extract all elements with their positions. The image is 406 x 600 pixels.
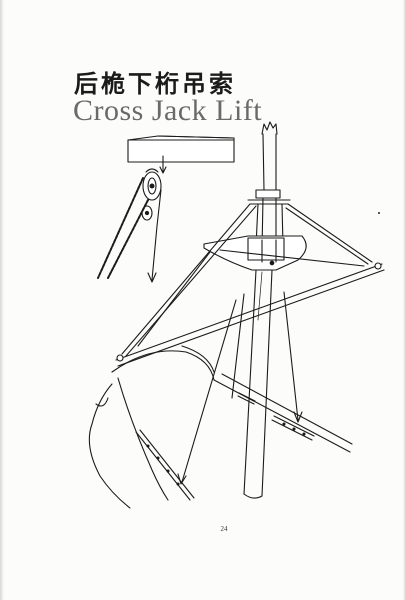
hull-deck (88, 291, 353, 509)
pin-rail-center (237, 392, 256, 405)
lift-starboard (287, 203, 373, 263)
lead-arrow-right (283, 291, 299, 421)
page-title-english: Cross Jack Lift (73, 94, 263, 127)
page-left-edge (0, 0, 4, 600)
page-number: 24 (220, 525, 228, 533)
mast-cap (255, 189, 281, 199)
lead-arrow-left (181, 299, 237, 483)
deck-edge-left (117, 377, 169, 501)
margin-mark (378, 212, 380, 214)
pin-rail-right (271, 415, 315, 441)
pin-rail-left (135, 429, 195, 501)
rope-mid (107, 199, 149, 279)
deck-beam (127, 135, 235, 163)
cross-jack-yard (115, 203, 385, 367)
rope-left (97, 177, 144, 279)
page-right-edge (403, 0, 406, 600)
lift-port (121, 203, 251, 355)
page-title-chinese: 后桅下桁吊索 (74, 70, 236, 98)
block-detail-inset (97, 135, 235, 283)
bulwark-curve (111, 350, 215, 381)
mast (203, 121, 307, 499)
mast-broken-top (261, 121, 278, 135)
